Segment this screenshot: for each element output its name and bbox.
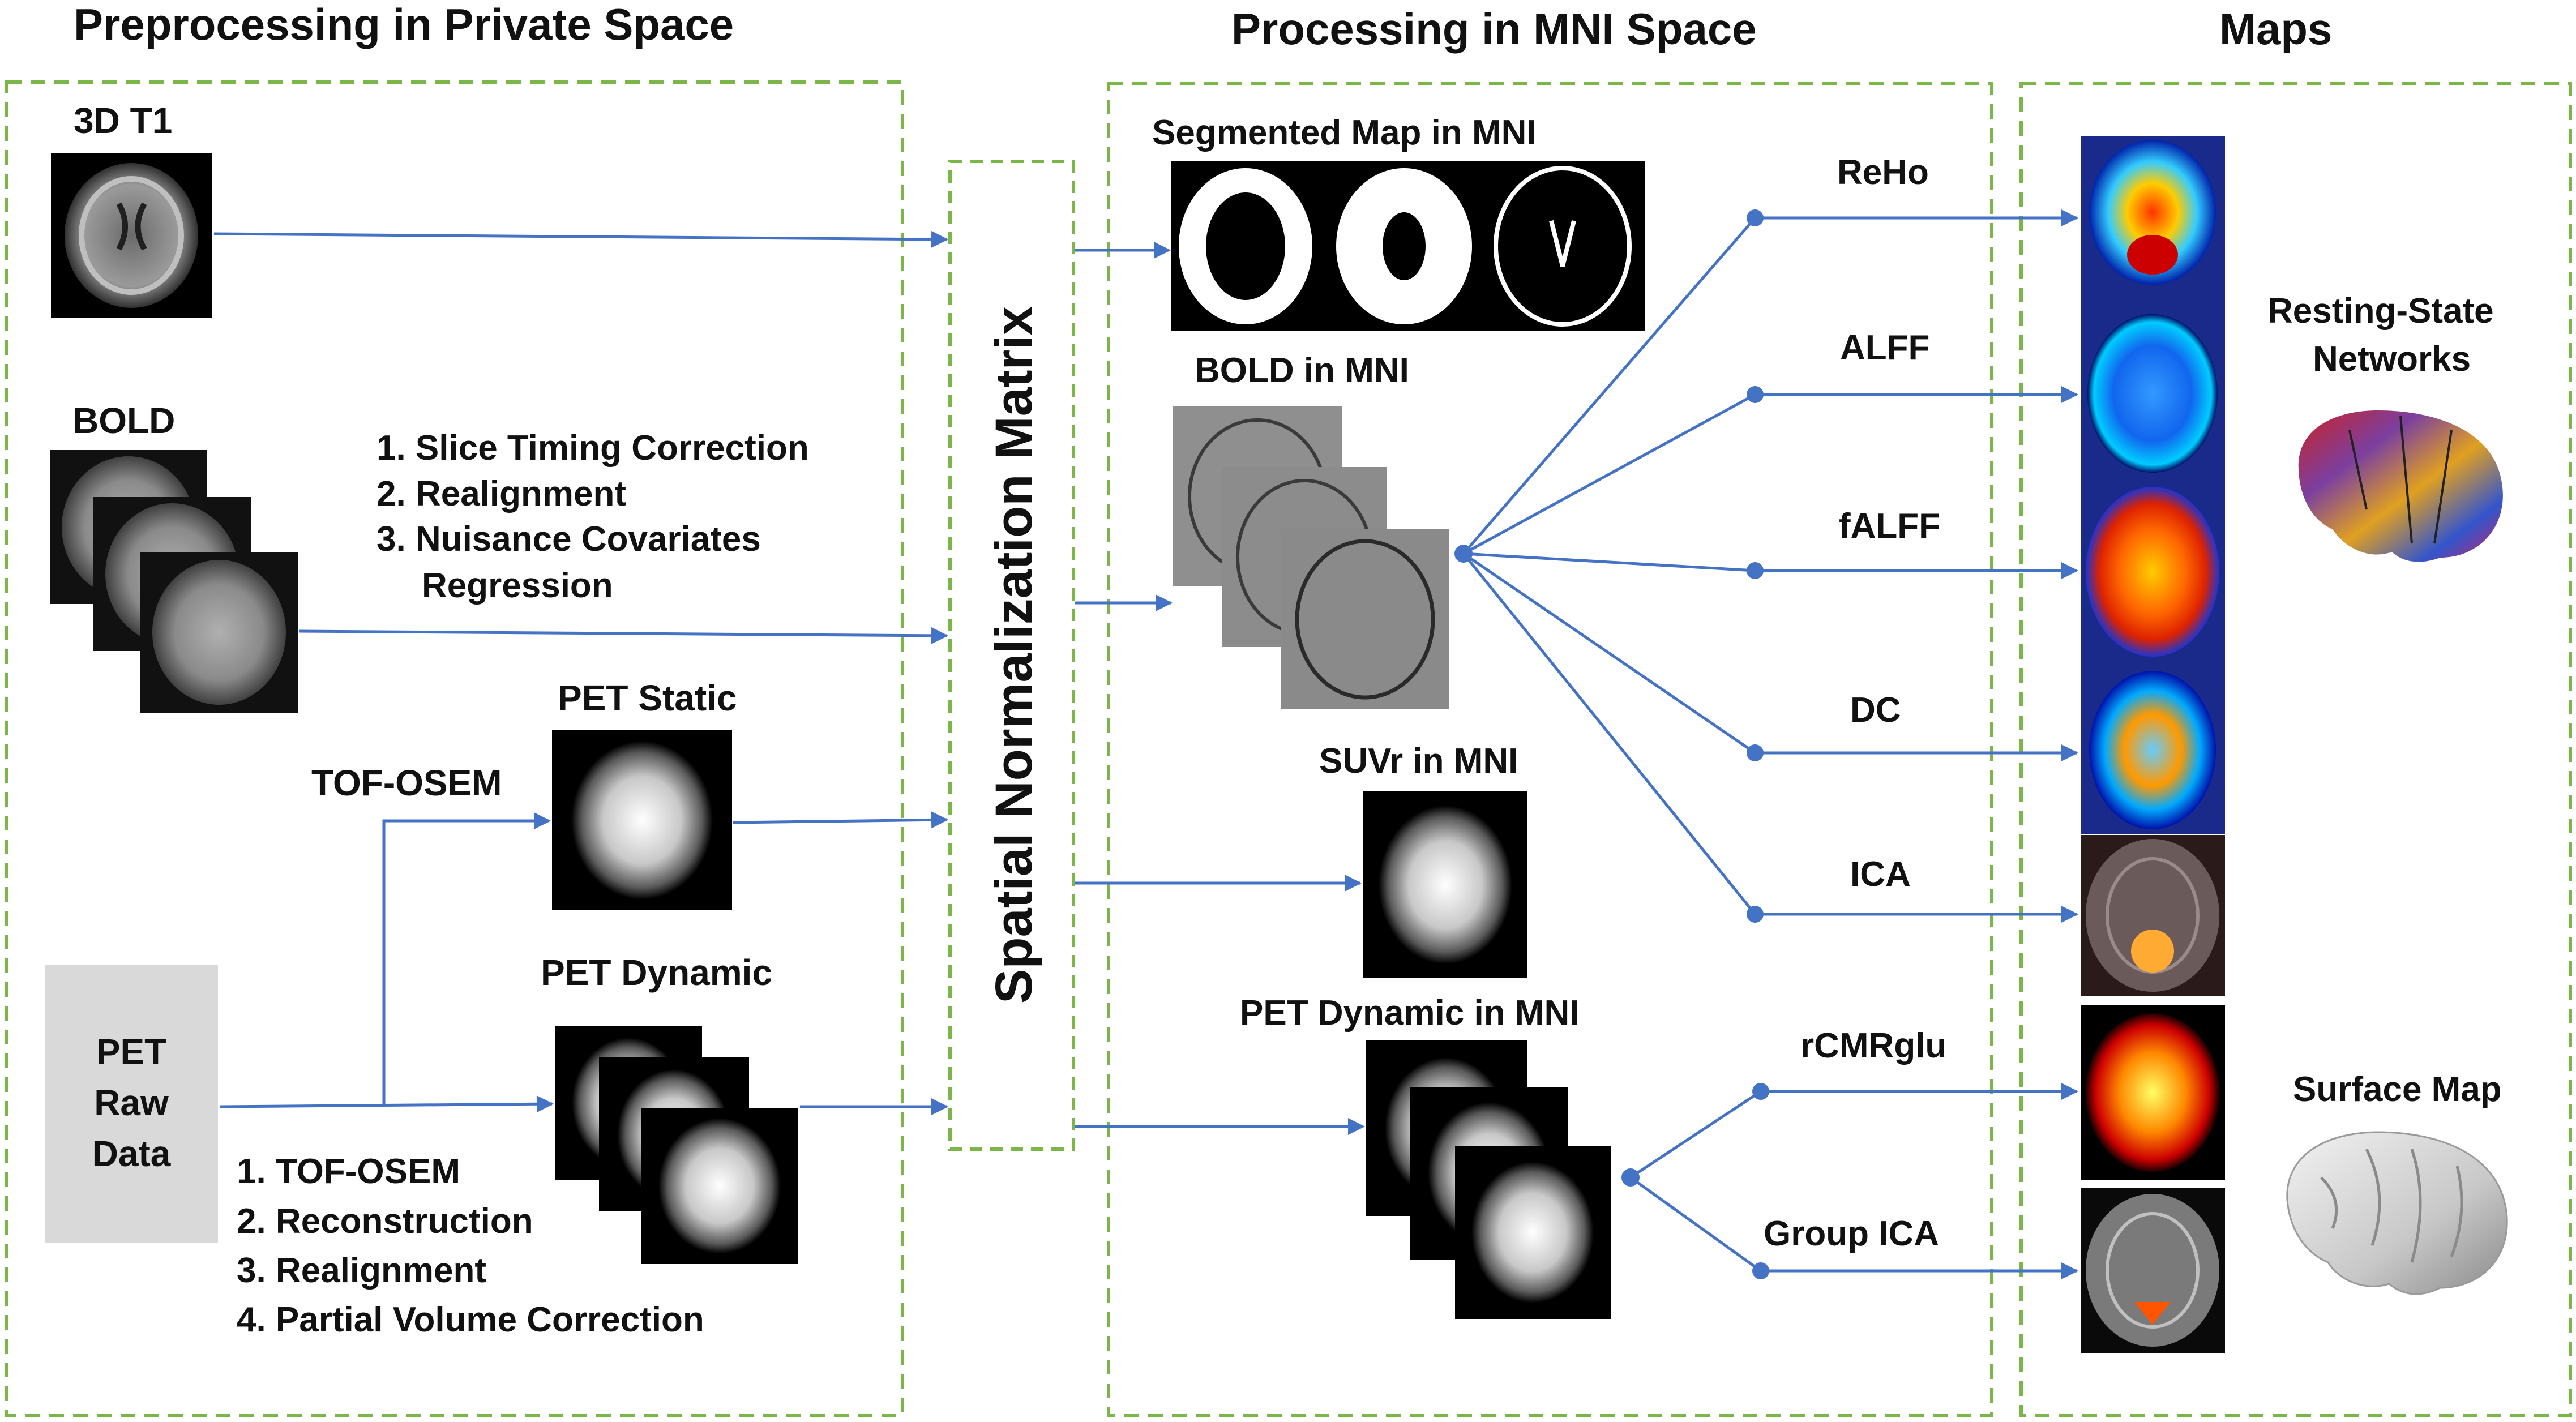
method-alff: ALFF (1840, 328, 1929, 367)
pet-dynamic-image-stack (555, 1026, 798, 1264)
bold-mni-image-stack (1173, 406, 1449, 709)
junction-dots (1454, 209, 1769, 1279)
method-reho: ReHo (1837, 153, 1929, 192)
method-group-ica: Group ICA (1764, 1214, 1939, 1253)
bold-mni-label: BOLD in MNI (1195, 351, 1409, 390)
segmented-map-label: Segmented Map in MNI (1152, 113, 1537, 152)
normalization-label: Spatial Normalization Matrix (985, 306, 1043, 1004)
header-private-space: Preprocessing in Private Space (74, 0, 734, 49)
bold-label: BOLD (72, 400, 175, 441)
rsn-label-line-2: Networks (2313, 340, 2471, 379)
bold-image-stack (50, 450, 298, 713)
pet-step-1: 1. TOF-OSEM (237, 1152, 460, 1191)
map-group-ica (2081, 1188, 2225, 1353)
arrow-bold-to-norm (298, 627, 948, 644)
pet-static-image (552, 730, 732, 910)
alff-dot (1747, 386, 1764, 403)
pet-step-3: 3. Realignment (237, 1251, 486, 1290)
map-falff (2086, 487, 2219, 657)
arrows (213, 209, 2078, 1279)
method-ica: ICA (1850, 855, 1911, 894)
maps-box (2019, 82, 2572, 1417)
mni-space-box (1107, 82, 1993, 1417)
dc-dot (1747, 744, 1764, 761)
ica-dot (1747, 906, 1764, 923)
pet-dynamic-mni-label: PET Dynamic in MNI (1240, 993, 1579, 1033)
pet-step-4: 4. Partial Volume Correction (237, 1300, 704, 1339)
method-rcmrglu: rCMRglu (1800, 1026, 1946, 1065)
map-dc (2089, 671, 2216, 829)
normalization-box (948, 160, 1075, 1151)
method-falff: fALFF (1839, 507, 1940, 546)
pet-step-2: 2. Reconstruction (237, 1202, 533, 1241)
segmented-map-image (1171, 161, 1645, 331)
t1-label: 3D T1 (74, 100, 172, 141)
arrow-petstatic-to-norm (733, 811, 948, 829)
pet-dynamic-mni-image-stack (1366, 1040, 1611, 1319)
surface-brain-render (2286, 1131, 2508, 1295)
bold-step-1: 1. Slice Timing Correction (376, 429, 809, 468)
pet-raw-data-box (45, 965, 218, 1243)
suvr-mni-image (1363, 791, 1527, 978)
surface-map-label: Surface Map (2293, 1070, 2502, 1109)
method-dc: DC (1850, 691, 1901, 730)
arrow-raw-to-petdyn (219, 1095, 554, 1113)
suvr-mni-label: SUVr in MNI (1319, 742, 1518, 781)
arrow-raw-to-petstatic (382, 812, 551, 1105)
pet-hub-dot (1621, 1168, 1640, 1187)
pet-dynamic-label: PET Dynamic (541, 952, 772, 993)
pet-static-label: PET Static (558, 678, 737, 718)
reho-dot (1747, 209, 1764, 226)
map-alff (2087, 314, 2218, 473)
rsn-brain-render (2298, 410, 2503, 562)
falff-dot (1747, 562, 1764, 579)
private-space-box (5, 80, 904, 1417)
bold-step-3-cont: Regression (422, 566, 613, 605)
bold-step-3: 3. Nuisance Covariates (376, 520, 761, 559)
t1-image (51, 153, 212, 318)
bold-hub-dot (1454, 545, 1473, 563)
map-rcmrglu (2081, 1005, 2225, 1180)
arrow-t1-to-norm (213, 230, 948, 248)
pet-raw-line-2: Raw (94, 1082, 169, 1123)
pet-raw-line-1: PET (96, 1031, 166, 1072)
map-reho (2089, 140, 2216, 285)
header-maps: Maps (2219, 4, 2332, 54)
tof-osem-label: TOF-OSEM (311, 763, 502, 803)
rcmrglu-dot (1752, 1083, 1769, 1100)
header-mni-space: Processing in MNI Space (1231, 4, 1757, 54)
bold-step-2: 2. Realignment (376, 474, 626, 513)
rsn-label-line-1: Resting-State (2267, 292, 2494, 331)
pet-raw-line-3: Data (92, 1133, 171, 1174)
groupica-dot (1752, 1262, 1769, 1279)
map-ica (2081, 835, 2225, 996)
